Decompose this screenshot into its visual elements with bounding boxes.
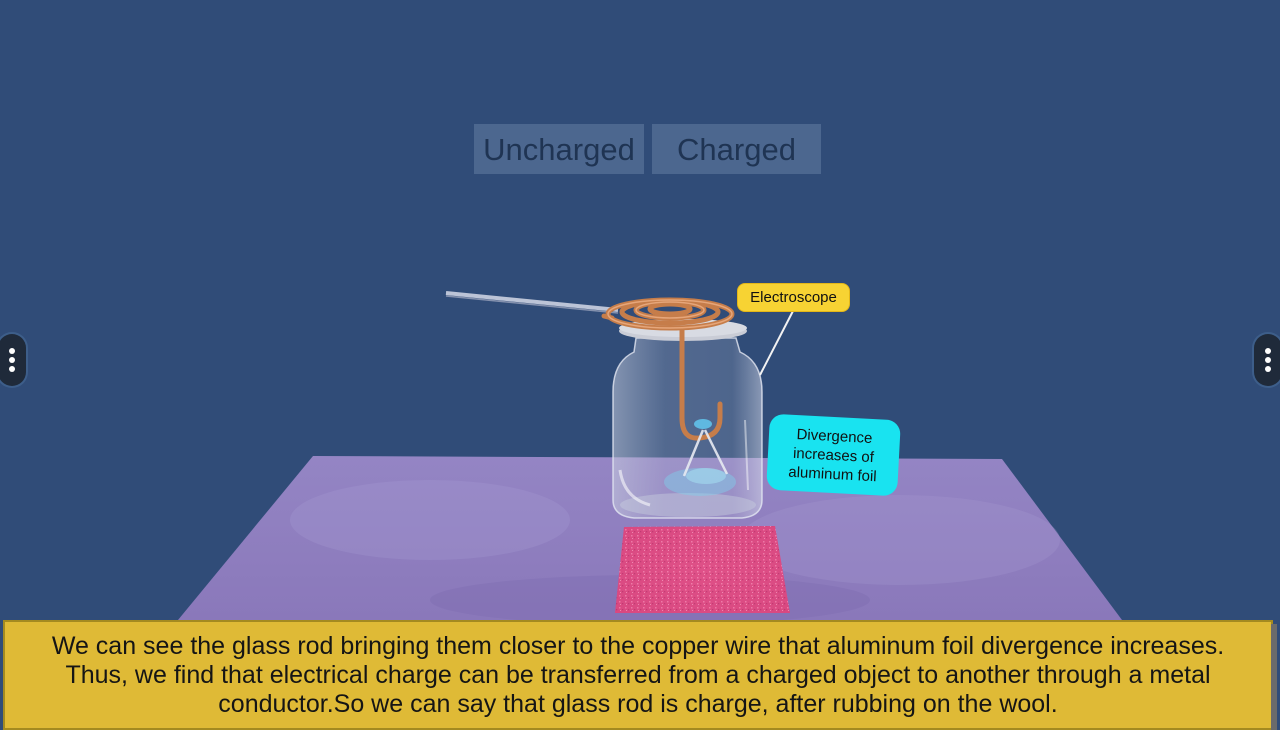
caption-panel: We can see the glass rod bringing them c… bbox=[3, 620, 1277, 730]
vertical-ellipsis-icon bbox=[1265, 348, 1271, 354]
aluminum-foil-leaves bbox=[682, 429, 729, 477]
vertical-ellipsis-icon bbox=[9, 357, 15, 363]
vertical-ellipsis-icon bbox=[1265, 357, 1271, 363]
vertical-ellipsis-icon bbox=[9, 366, 15, 372]
vertical-ellipsis-icon bbox=[1265, 366, 1271, 372]
copper-wire bbox=[601, 297, 735, 441]
vertical-ellipsis-icon bbox=[9, 348, 15, 354]
electroscope-jar bbox=[612, 319, 763, 519]
caption-text: We can see the glass rod bringing them c… bbox=[51, 632, 1225, 718]
caption-scrollbar[interactable] bbox=[1271, 624, 1277, 730]
electroscope-pointer-line bbox=[759, 310, 794, 376]
charged-button[interactable]: Charged bbox=[652, 124, 821, 174]
glass-rod bbox=[445, 291, 619, 314]
divergence-label: Divergence increases of aluminum foil bbox=[766, 413, 901, 497]
right-menu-handle[interactable] bbox=[1254, 334, 1280, 386]
left-menu-handle[interactable] bbox=[0, 334, 26, 386]
uncharged-button[interactable]: Uncharged bbox=[474, 124, 644, 174]
electroscope-label: Electroscope bbox=[738, 284, 849, 311]
